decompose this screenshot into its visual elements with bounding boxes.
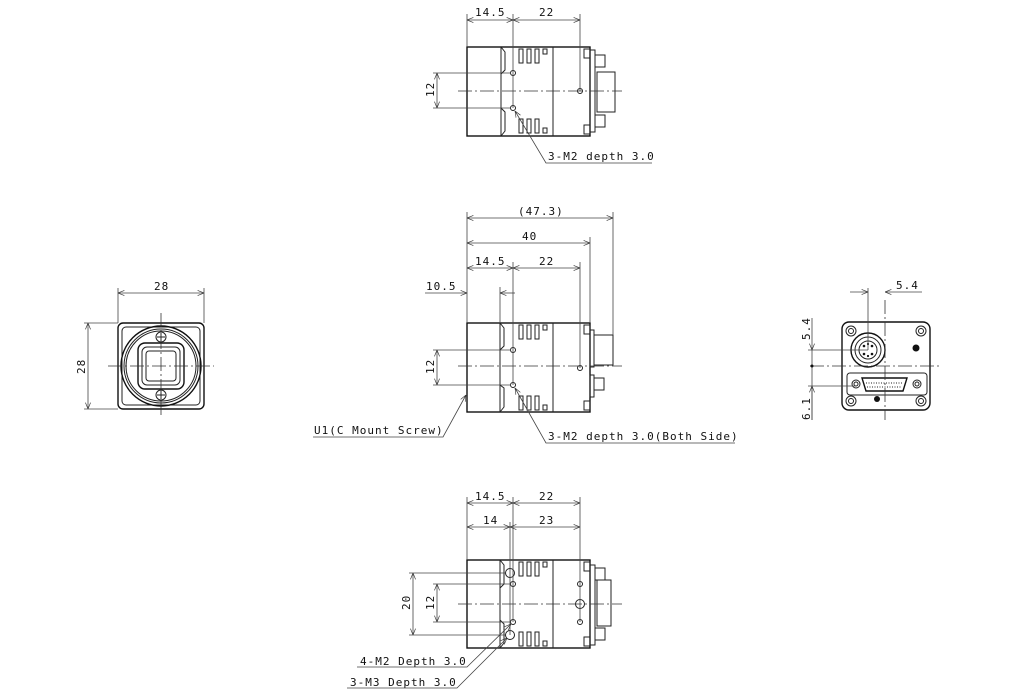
bottom-dim-front-b: 14	[483, 514, 498, 527]
side-dim-height: 12	[424, 359, 437, 374]
side-note-mount: U1(C Mount Screw)	[314, 424, 444, 437]
rear-dim-vertical-bottom: 6.1	[800, 397, 813, 420]
bottom-dim-outer: 20	[400, 595, 413, 610]
top-dim-holes: 22	[539, 6, 554, 19]
bottom-note-m3: 3-M3 Depth 3.0	[350, 676, 457, 689]
side-dim-overall: (47.3)	[518, 205, 564, 218]
front-dim-width: 28	[154, 280, 169, 293]
front-dim-height: 28	[75, 359, 88, 374]
side-dim-holes: 22	[539, 255, 554, 268]
side-dim-front: 14.5	[475, 255, 506, 268]
rear-view: 5.4 5.4 6.1	[800, 279, 940, 420]
top-dim-height: 12	[424, 82, 437, 97]
side-dim-body: 40	[522, 230, 537, 243]
side-note-holes: 3-M2 depth 3.0(Both Side)	[548, 430, 739, 443]
bottom-dim-holes-b: 23	[539, 514, 554, 527]
top-view: 14.5 22 12 3-M2 depth 3.0	[424, 6, 655, 164]
rear-dim-vertical-top: 5.4	[800, 317, 813, 340]
bottom-note-m2: 4-M2 Depth 3.0	[360, 655, 467, 668]
rear-dim-horizontal: 5.4	[896, 279, 919, 292]
bottom-dim-front-a: 14.5	[475, 490, 506, 503]
side-dim-mount: 10.5	[426, 280, 457, 293]
front-view: 28 28	[75, 280, 214, 418]
side-view: (47.3) 40 14.5 22 10.5 12 U1(C Mount Scr…	[313, 205, 739, 444]
top-dim-front: 14.5	[475, 6, 506, 19]
bottom-dim-inner: 12	[424, 595, 437, 610]
bottom-dim-holes-a: 22	[539, 490, 554, 503]
bottom-view: 14.5 22 14 23 20 12 4-M2 Depth 3.0 3-M3 …	[347, 490, 622, 689]
top-note-holes: 3-M2 depth 3.0	[548, 150, 655, 163]
